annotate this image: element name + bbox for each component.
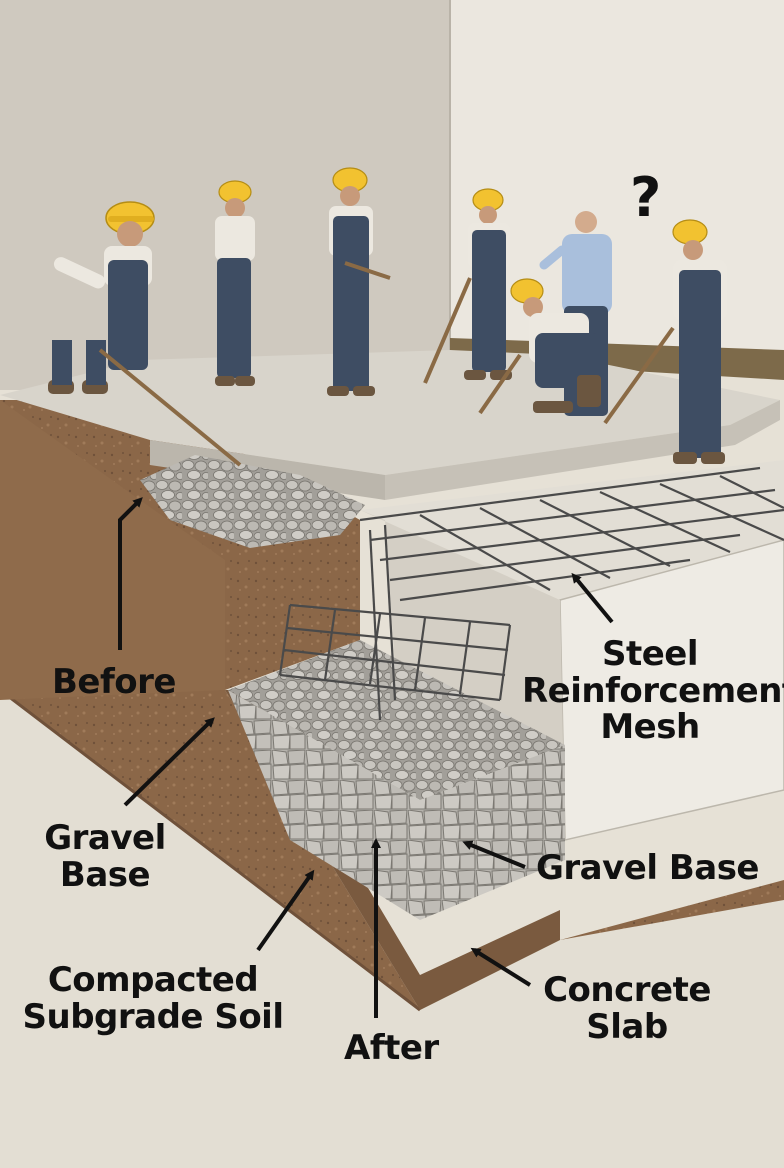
- label-steel-reinforcement-mesh: Steel Reinforcement Mesh: [522, 634, 784, 748]
- gravel-base-front: [228, 690, 420, 920]
- gravel-base-side: [420, 745, 565, 920]
- arrow-icon: [118, 497, 143, 650]
- question-mark: ?: [630, 166, 662, 229]
- arrow-icon: [571, 572, 614, 624]
- label-line: Mesh: [600, 707, 700, 748]
- gravel-pile-before: [140, 455, 365, 548]
- label-line: Base: [59, 854, 151, 895]
- label-gravel-base-right: Gravel Base: [536, 848, 760, 888]
- label-line: Reinforcement: [522, 670, 784, 711]
- worker-figure-icon: [423, 188, 512, 384]
- gravel-base-top: [228, 640, 565, 800]
- annotation-arrows: [118, 497, 614, 1018]
- arrow-icon: [462, 840, 526, 869]
- label-line: Gravel: [44, 818, 166, 858]
- label-compacted-subgrade-soil: Compacted Subgrade Soil: [22, 962, 284, 1035]
- label-after: After: [344, 1028, 439, 1068]
- foreground-ground: [0, 690, 784, 1168]
- worker-figure-icon: [327, 167, 391, 396]
- label-line: Concrete: [543, 970, 711, 1010]
- label-concrete-slab: Concrete Slab: [540, 972, 714, 1045]
- worker-figure-icon: [478, 278, 601, 415]
- concrete-slab-top: [360, 460, 784, 600]
- arrow-icon: [123, 717, 215, 807]
- label-line: Steel: [601, 634, 699, 674]
- steel-reinforcement-mesh: [278, 466, 784, 721]
- worker-figure-icon: [215, 180, 255, 386]
- arrow-icon: [470, 947, 532, 987]
- label-before: Before: [52, 662, 176, 702]
- label-line: Slab: [586, 1006, 668, 1047]
- worker-figure-icon: [603, 219, 727, 464]
- arrow-icon: [256, 869, 315, 952]
- label-gravel-base-left: Gravel Base: [40, 820, 170, 893]
- label-line: Compacted: [47, 960, 259, 1000]
- label-line: Subgrade Soil: [22, 996, 284, 1037]
- worker-figure-icon: [48, 201, 242, 467]
